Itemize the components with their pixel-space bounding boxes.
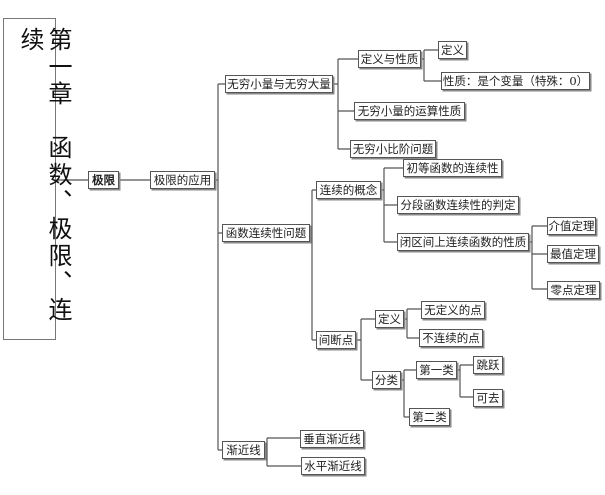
node-asymptote: 渐近线 bbox=[222, 441, 265, 459]
node-limit: 极限 bbox=[88, 171, 119, 189]
node-undefined-point: 无定义的点 bbox=[421, 301, 485, 319]
node-jump: 跳跃 bbox=[473, 356, 503, 374]
node-definition: 定义 bbox=[438, 41, 467, 59]
node-second-kind: 第二类 bbox=[409, 408, 450, 426]
node-first-kind: 第一类 bbox=[416, 361, 457, 379]
node-infinitesimal-order: 无穷小比阶问题 bbox=[350, 140, 436, 158]
node-extreme-value: 最值定理 bbox=[547, 245, 599, 263]
node-continuity-concept: 连续的概念 bbox=[316, 181, 381, 199]
node-horizontal-asymptote: 水平渐近线 bbox=[301, 457, 365, 475]
node-piecewise: 分段函数连续性的判定 bbox=[397, 196, 519, 214]
chapter-title: 第一章 函数、极限、连续 bbox=[16, 27, 72, 324]
node-intermediate-value: 介值定理 bbox=[547, 217, 596, 235]
chapter-title-box: 第一章 函数、极限、连续 bbox=[3, 18, 72, 340]
node-infinitesimal: 无穷小量与无穷大量 bbox=[225, 75, 333, 93]
node-elementary-continuity: 初等函数的连续性 bbox=[403, 159, 502, 177]
node-property: 性质：是个变量（特殊：0） bbox=[441, 72, 590, 90]
node-noncontinuous-point: 不连续的点 bbox=[419, 329, 483, 347]
node-vertical-asymptote: 垂直渐近线 bbox=[300, 430, 364, 448]
node-classification: 分类 bbox=[372, 371, 401, 389]
node-limit-application: 极限的应用 bbox=[150, 171, 215, 189]
node-zero-theorem: 零点定理 bbox=[547, 281, 600, 299]
node-removable: 可去 bbox=[473, 389, 503, 407]
node-continuity: 函数连续性问题 bbox=[222, 224, 310, 242]
node-closed-interval: 闭区间上连续函数的性质 bbox=[397, 233, 529, 251]
node-discontinuity-definition: 定义 bbox=[375, 310, 404, 328]
node-definition-property: 定义与性质 bbox=[358, 50, 421, 68]
node-discontinuity: 间断点 bbox=[316, 331, 356, 349]
node-infinitesimal-ops: 无穷小量的运算性质 bbox=[354, 102, 465, 120]
